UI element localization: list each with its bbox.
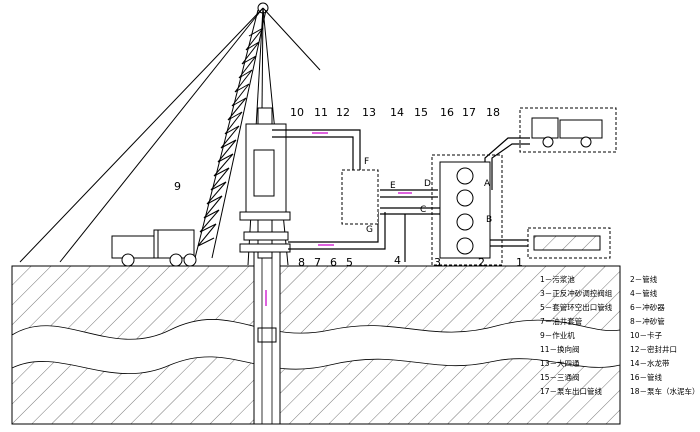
legend-item-8: 8－冲砂管 xyxy=(630,316,665,326)
legend-item-3: 3－正反冲砂调控阀组 xyxy=(540,288,613,298)
callout-1: 1 xyxy=(516,256,523,269)
manifold-valve-group xyxy=(341,154,503,266)
callout-3: 3 xyxy=(434,256,441,269)
callout-2: 2 xyxy=(478,256,485,269)
callout-10: 10 xyxy=(290,106,304,119)
legend-item-18: 18－泵车（水泥车） xyxy=(630,386,700,396)
callout-5: 5 xyxy=(346,256,353,269)
callout-7: 7 xyxy=(314,256,321,269)
callout-15: 15 xyxy=(414,106,428,119)
mud-pit xyxy=(527,227,611,259)
legend-item-13: 13－大四通 xyxy=(540,358,580,368)
legend-item-1: 1－污浆池 xyxy=(540,274,575,284)
pump-truck xyxy=(519,107,617,153)
letter-f: F xyxy=(364,157,369,167)
workover-rig xyxy=(19,2,321,266)
legend-item-16: 16－管线 xyxy=(630,372,663,382)
legend-item-7: 7－油井套管 xyxy=(540,316,583,326)
legend-item-4: 4－管线 xyxy=(630,288,658,298)
legend-item-5: 5－套管环空出口管线 xyxy=(540,302,613,312)
callout-18: 18 xyxy=(486,106,500,119)
legend-item-12: 12－密封井口 xyxy=(630,344,677,354)
legend-item-17: 17－泵车出口管线 xyxy=(540,386,603,396)
workover-truck xyxy=(111,229,197,267)
legend-item-9: 9－作业机 xyxy=(540,330,575,340)
callout-12: 12 xyxy=(336,106,350,119)
callout-numbers: 10 11 12 13 14 15 16 17 18 9 8 7 6 5 4 3… xyxy=(174,106,523,269)
legend: 1－污浆池 2－管线 3－正反冲砂调控阀组 4－管线 5－套管环空出口管线 6－… xyxy=(540,274,700,396)
legend-item-15: 15－三通阀 xyxy=(540,372,580,382)
legend-item-6: 6－冲砂器 xyxy=(630,302,665,312)
callout-6: 6 xyxy=(330,256,337,269)
callout-14: 14 xyxy=(390,106,404,119)
legend-item-14: 14－水龙带 xyxy=(630,358,670,368)
legend-item-2: 2－管线 xyxy=(630,274,658,284)
callout-13: 13 xyxy=(362,106,376,119)
callout-9: 9 xyxy=(174,180,181,193)
flow-arrows xyxy=(265,132,412,306)
callout-17: 17 xyxy=(462,106,476,119)
callout-11: 11 xyxy=(314,106,328,119)
letter-b: B xyxy=(486,215,492,225)
callout-8: 8 xyxy=(298,256,305,269)
letter-e: E xyxy=(390,181,396,191)
wellhead-stack xyxy=(239,107,291,259)
ground-strata xyxy=(11,251,621,425)
letter-g: G xyxy=(366,225,373,235)
legend-item-11: 11－换向阀 xyxy=(540,344,580,354)
letter-a: A xyxy=(484,179,491,189)
callout-4: 4 xyxy=(394,254,401,267)
legend-item-10: 10－卡子 xyxy=(630,330,663,340)
letter-d: D xyxy=(424,179,431,189)
letter-c: C xyxy=(420,205,426,215)
callout-16: 16 xyxy=(440,106,454,119)
valve-letters: F E D C G A B xyxy=(364,157,492,235)
piping xyxy=(272,129,530,262)
